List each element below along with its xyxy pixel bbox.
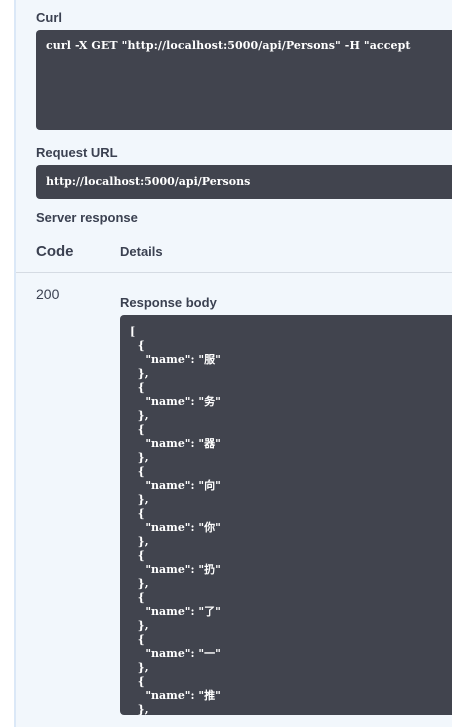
curl-label: Curl bbox=[36, 10, 62, 25]
response-body-line: }, bbox=[130, 367, 149, 380]
response-body-line: [ bbox=[130, 325, 136, 338]
response-body-line: "name": "器" bbox=[130, 437, 221, 450]
response-body-line: }, bbox=[130, 409, 149, 422]
table-header-divider bbox=[16, 272, 452, 273]
curl-command: curl -X GET "http://localhost:5000/api/P… bbox=[46, 39, 411, 52]
request-url-label: Request URL bbox=[36, 145, 118, 160]
response-body-line: }, bbox=[130, 451, 149, 464]
response-body-block[interactable]: [ { "name": "服" }, { "name": "务" }, { "n… bbox=[120, 315, 452, 715]
response-body-line: "name": "向" bbox=[130, 479, 221, 492]
response-body-line: { bbox=[130, 339, 145, 352]
response-body-line: { bbox=[130, 549, 145, 562]
response-body-line: "name": "了" bbox=[130, 605, 221, 618]
response-status-code: 200 bbox=[36, 286, 60, 302]
response-body-line: { bbox=[130, 423, 145, 436]
response-body-line: }, bbox=[130, 703, 149, 715]
response-body-line: { bbox=[130, 381, 145, 394]
request-url-value: http://localhost:5000/api/Persons bbox=[46, 175, 251, 188]
curl-code-block[interactable]: curl -X GET "http://localhost:5000/api/P… bbox=[36, 30, 452, 130]
server-response-label: Server response bbox=[36, 210, 138, 225]
response-body-line: { bbox=[130, 591, 145, 604]
response-body-line: "name": "扔" bbox=[130, 563, 221, 576]
response-body-line: { bbox=[130, 465, 145, 478]
response-body-line: "name": "推" bbox=[130, 689, 221, 702]
response-body-line: { bbox=[130, 507, 145, 520]
request-url-block[interactable]: http://localhost:5000/api/Persons bbox=[36, 165, 452, 199]
response-body-line: "name": "务" bbox=[130, 395, 221, 408]
response-body-line: }, bbox=[130, 493, 149, 506]
response-body-line: "name": "一" bbox=[130, 647, 221, 660]
response-body-line: "name": "服" bbox=[130, 353, 221, 366]
response-body-label: Response body bbox=[120, 295, 217, 310]
section-left-rule bbox=[14, 0, 16, 727]
response-body-line: "name": "你" bbox=[130, 521, 221, 534]
details-column-header: Details bbox=[120, 244, 163, 259]
response-body-line: { bbox=[130, 675, 145, 688]
code-column-header: Code bbox=[36, 243, 74, 260]
response-body-line: }, bbox=[130, 535, 149, 548]
response-body-line: }, bbox=[130, 619, 149, 632]
response-body-line: }, bbox=[130, 577, 149, 590]
response-body-line: { bbox=[130, 633, 145, 646]
response-body-line: }, bbox=[130, 661, 149, 674]
